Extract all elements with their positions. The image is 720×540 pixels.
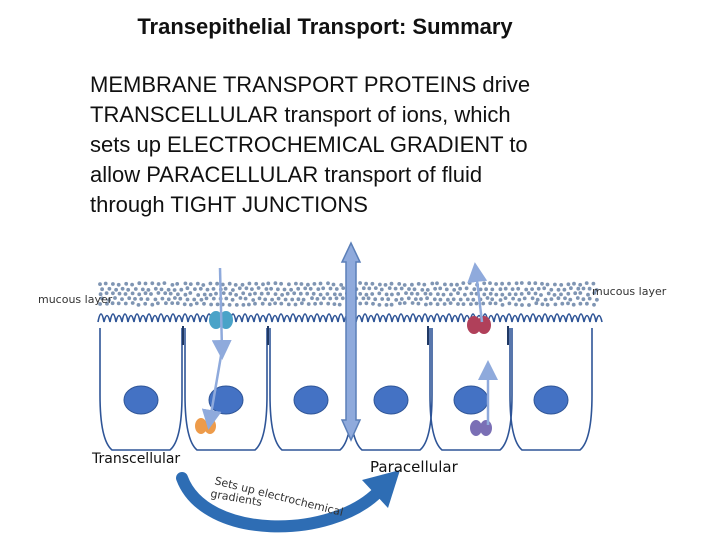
mucous-label-left: mucous layer (38, 293, 113, 306)
mucous-label-right: mucous layer (592, 285, 667, 298)
paracellular-ion-arrow-top (467, 262, 488, 323)
summary-line: MEMBRANE TRANSPORT PROTEINS drive (90, 72, 531, 97)
nucleus (293, 385, 329, 415)
summary-line: TRANSCELLULAR transport of ions, which (90, 102, 511, 127)
transporter-red (467, 316, 491, 334)
nucleus (373, 385, 409, 415)
nucleus (533, 385, 569, 415)
nucleus (453, 385, 489, 415)
summary-line: through TIGHT JUNCTIONS (90, 192, 368, 217)
transcellular-arrow-bottom (201, 349, 224, 430)
nucleus (123, 385, 159, 415)
transporter-purple (470, 420, 492, 436)
transporter-orange (195, 418, 216, 434)
epithelial-cells (99, 326, 593, 451)
summary-line: sets up ELECTROCHEMICAL GRADIENT to (90, 132, 528, 157)
summary-text: MEMBRANE TRANSPORT PROTEINS drive TRANSC… (90, 70, 610, 220)
transcellular-arrow-top (211, 267, 232, 360)
slide-title: Transepithelial Transport: Summary (137, 14, 513, 39)
nucleus (208, 385, 244, 415)
paracellular-double-arrow (340, 241, 362, 442)
paracellular-label: Paracellular (370, 458, 459, 476)
transcellular-label: Transcellular (91, 451, 180, 467)
summary-line: allow PARACELLULAR transport of fluid (90, 162, 483, 187)
gradient-curved-arrow (176, 470, 400, 533)
